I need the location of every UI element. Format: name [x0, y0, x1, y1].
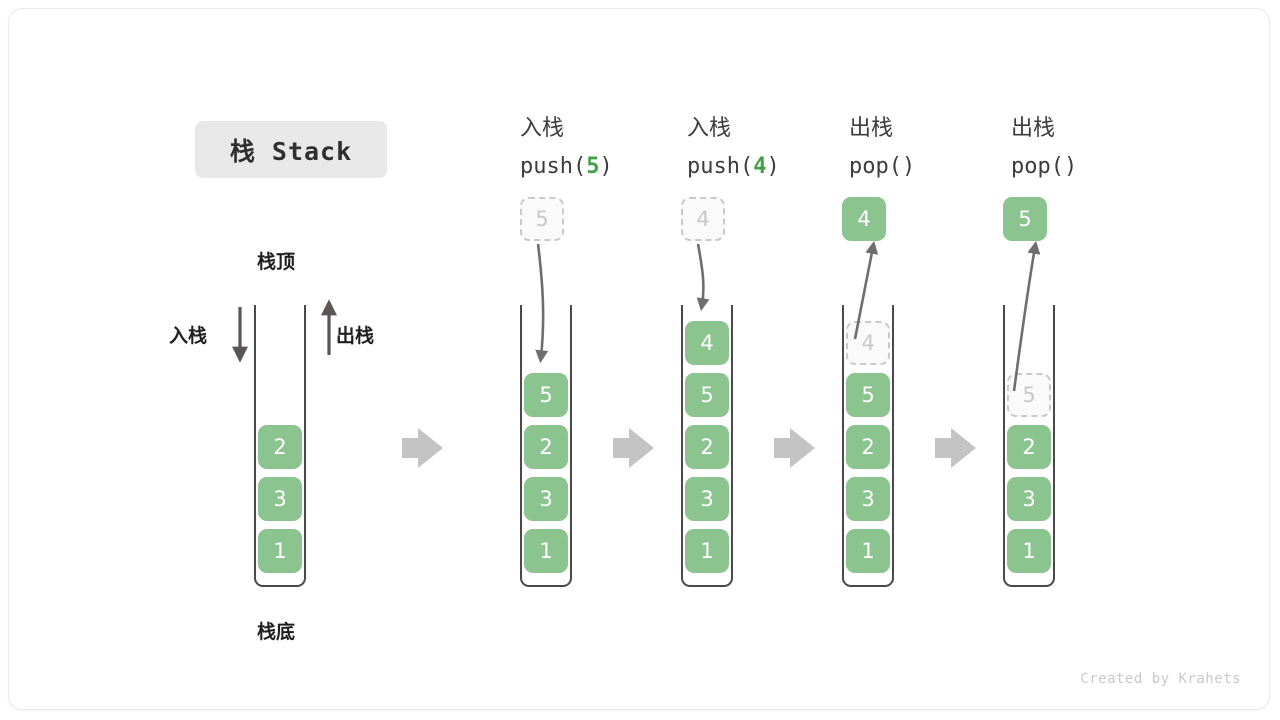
code-suffix: ) [766, 154, 780, 179]
column-header-pop-first: 出栈 pop() [849, 110, 915, 186]
stack-ghost-cell: 5 [1007, 373, 1051, 417]
stack-cell: 3 [524, 477, 568, 521]
push4-motion-arrow [696, 243, 710, 312]
stack-cell: 3 [685, 477, 729, 521]
stack-container-pop-second [1003, 305, 1055, 587]
separator-arrow-2 [613, 428, 654, 468]
stack-cell: 5 [524, 373, 568, 417]
column-header-pop-second-cn: 出栈 [1011, 116, 1056, 141]
popped-cell-5: 5 [1003, 197, 1047, 241]
diagram-title-badge: 栈 Stack [195, 121, 387, 178]
code-suffix: ) [599, 154, 613, 179]
column-header-push5: 入栈 push(5) [520, 110, 613, 186]
arrow-overlay [232, 240, 1041, 468]
stack-cell: 2 [258, 425, 302, 469]
popped-cell-4: 4 [842, 197, 886, 241]
stack-container-initial [254, 305, 306, 587]
code-arg: 4 [753, 154, 767, 179]
stack-cell: 2 [1007, 425, 1051, 469]
diagram-card: 栈 Stack 入栈 push(5) 入栈 push(4) 出栈 pop() 出… [8, 8, 1270, 710]
stack-cell: 4 [685, 321, 729, 365]
column-header-push5-cn: 入栈 [520, 116, 565, 141]
stack-cell: 1 [685, 529, 729, 573]
stack-cell: 5 [846, 373, 890, 417]
stack-cell: 2 [685, 425, 729, 469]
stack-container-push5 [520, 305, 572, 587]
stack-cell: 1 [1007, 529, 1051, 573]
stack-top-label: 栈顶 [257, 251, 296, 273]
code-arg: 5 [586, 154, 600, 179]
stack-cell: 3 [846, 477, 890, 521]
floating-ghost-cell-push4: 4 [681, 197, 725, 241]
column-header-push4-cn: 入栈 [687, 116, 732, 141]
code-prefix: pop( [1011, 154, 1064, 179]
floating-ghost-cell-push5: 5 [520, 197, 564, 241]
push-direction-label: 入栈 [169, 325, 208, 347]
column-header-pop-first-code: pop() [849, 148, 915, 186]
column-header-push4-code: push(4) [687, 148, 780, 186]
code-prefix: push( [520, 154, 587, 179]
column-header-pop-second: 出栈 pop() [1011, 110, 1077, 186]
stack-cell: 2 [524, 425, 568, 469]
column-header-push4: 入栈 push(4) [687, 110, 780, 186]
column-header-push5-code: push(5) [520, 148, 613, 186]
column-header-pop-second-code: pop() [1011, 148, 1077, 186]
stack-cell: 1 [524, 529, 568, 573]
stack-cell: 1 [846, 529, 890, 573]
separator-arrow-3 [774, 428, 815, 468]
stack-cell: 3 [1007, 477, 1051, 521]
code-suffix: ) [1063, 154, 1078, 179]
separator-arrow-4 [935, 428, 976, 468]
stack-cell: 2 [846, 425, 890, 469]
stack-bottom-label: 栈底 [257, 621, 296, 643]
stack-cell: 3 [258, 477, 302, 521]
code-prefix: pop( [849, 154, 902, 179]
code-suffix: ) [901, 154, 916, 179]
stack-cell: 1 [258, 529, 302, 573]
pop-direction-label: 出栈 [336, 325, 375, 347]
stack-cell: 5 [685, 373, 729, 417]
column-header-pop-first-cn: 出栈 [849, 116, 894, 141]
footer-credit: Created by Krahets [1080, 671, 1241, 687]
stack-container-push4 [681, 305, 733, 587]
stack-ghost-cell: 4 [846, 321, 890, 365]
stack-container-pop-first [842, 305, 894, 587]
separator-arrow-1 [402, 428, 443, 468]
code-prefix: push( [687, 154, 754, 179]
diagram-title-text: 栈 Stack [229, 136, 353, 166]
